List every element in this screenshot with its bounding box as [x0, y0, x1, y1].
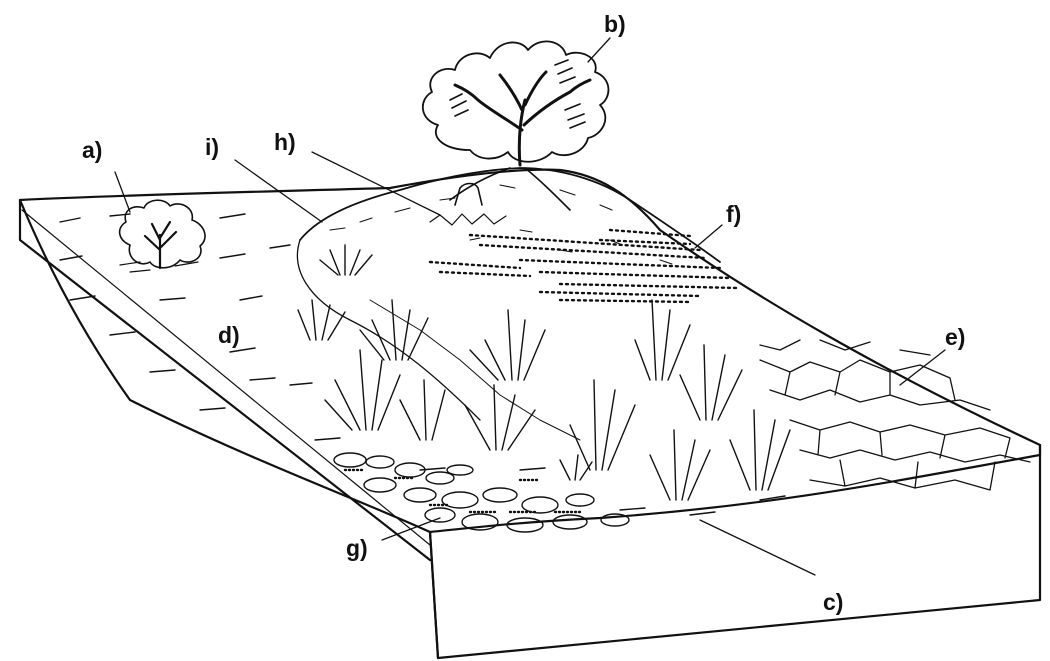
block-front-face — [430, 445, 1040, 658]
block-top-outline — [20, 170, 1040, 532]
leader-f — [695, 225, 722, 248]
termite-mound — [430, 184, 506, 226]
leader-c — [700, 520, 815, 575]
label-h: h) — [274, 129, 296, 155]
label-a: a) — [82, 137, 102, 163]
label-e: e) — [945, 324, 965, 350]
label-d: d) — [218, 322, 240, 348]
label-f: f) — [726, 201, 741, 227]
label-i: i) — [205, 134, 219, 160]
leader-b — [588, 38, 610, 62]
cracked-soil — [760, 340, 1030, 490]
large-shrub-tree — [423, 41, 609, 210]
grass-tufts — [298, 245, 790, 500]
block-front-edge — [430, 532, 438, 658]
speckled-crust — [430, 230, 738, 302]
tree-crown — [423, 41, 609, 161]
small-shrub — [120, 200, 205, 272]
label-c: c) — [823, 589, 843, 615]
surface-dashes — [60, 214, 785, 515]
label-g: g) — [346, 535, 368, 561]
leader-a — [115, 172, 130, 212]
label-b: b) — [604, 11, 626, 37]
